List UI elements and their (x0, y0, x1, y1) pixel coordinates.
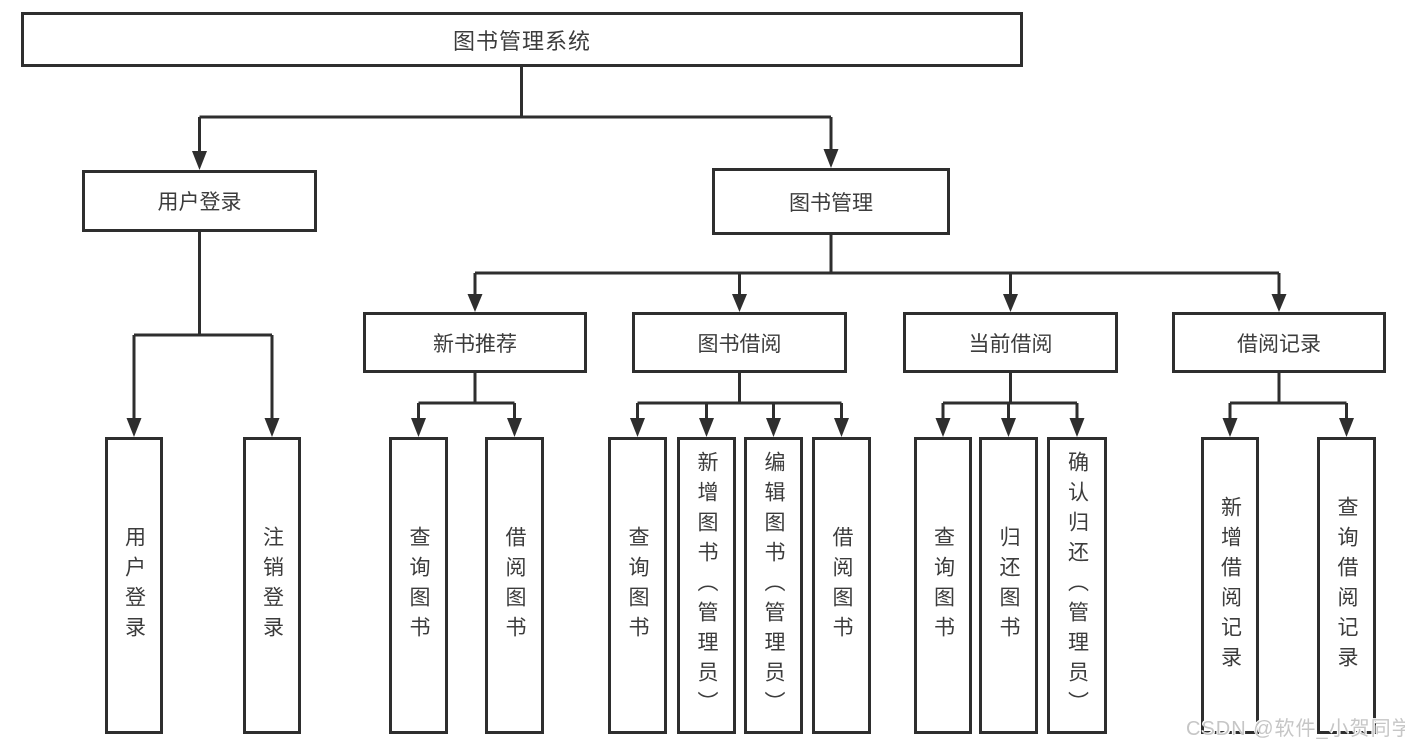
leaf-newbooks-query: 查询图书 (389, 437, 448, 734)
leaf-records-add: 新增借阅记录 (1201, 437, 1259, 734)
node-root-label: 图书管理系统 (452, 28, 591, 54)
leaf-newbooks-borrow: 借阅图书 (485, 437, 544, 734)
leaf-current-confirm-admin: 确认归还（管理员） (1047, 437, 1107, 734)
csdn-watermark: CSDN @软件_小贺同学 (1186, 718, 1405, 740)
leaf-borrow-edit-admin-label: 编辑图书（管理员） (762, 450, 785, 721)
leaf-logout: 注销登录 (243, 437, 301, 734)
leaf-user-login-label: 用户登录 (122, 525, 146, 646)
leaf-borrow-query: 查询图书 (608, 437, 667, 734)
leaf-borrow-query-label: 查询图书 (626, 525, 649, 646)
leaf-newbooks-borrow-label: 借阅图书 (503, 525, 526, 646)
node-current-borrow-label: 当前借阅 (968, 332, 1053, 356)
node-new-books: 新书推荐 (363, 312, 587, 373)
leaf-borrow-book: 借阅图书 (812, 437, 871, 734)
node-book-mgmt-label: 图书管理 (789, 191, 873, 215)
node-book-borrow-label: 图书借阅 (697, 332, 782, 356)
node-book-borrow: 图书借阅 (632, 312, 847, 373)
node-new-books-label: 新书推荐 (433, 332, 517, 356)
node-root: 图书管理系统 (21, 12, 1023, 67)
leaf-newbooks-query-label: 查询图书 (407, 525, 430, 646)
node-book-mgmt: 图书管理 (712, 168, 950, 235)
leaf-borrow-book-label: 借阅图书 (830, 525, 853, 646)
node-current-borrow: 当前借阅 (903, 312, 1118, 373)
leaf-current-return-label: 归还图书 (997, 525, 1020, 646)
node-borrow-records: 借阅记录 (1172, 312, 1386, 373)
leaf-borrow-edit-admin: 编辑图书（管理员） (744, 437, 803, 734)
leaf-records-query-label: 查询借阅记录 (1335, 495, 1358, 676)
leaf-records-add-label: 新增借阅记录 (1218, 495, 1242, 676)
leaf-current-confirm-admin-label: 确认归还（管理员） (1065, 450, 1089, 721)
node-user-login-label: 用户登录 (157, 191, 242, 214)
leaf-logout-label: 注销登录 (260, 525, 284, 646)
leaf-current-return: 归还图书 (979, 437, 1038, 734)
leaf-borrow-add-admin: 新增图书（管理员） (677, 437, 736, 734)
leaf-records-query: 查询借阅记录 (1317, 437, 1376, 734)
leaf-borrow-add-admin-label: 新增图书（管理员） (695, 450, 718, 721)
leaf-current-query-label: 查询图书 (931, 525, 955, 646)
leaf-user-login: 用户登录 (105, 437, 163, 734)
leaf-current-query: 查询图书 (914, 437, 972, 734)
node-user-login: 用户登录 (82, 170, 317, 232)
node-borrow-records-label: 借阅记录 (1237, 332, 1321, 356)
